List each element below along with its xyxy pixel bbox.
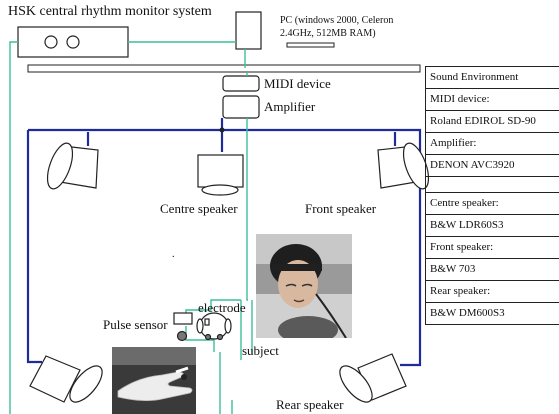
- pc-label-line2: 2.4GHz, 512MB RAM): [280, 28, 376, 39]
- centre-speaker-icon: [197, 154, 244, 196]
- rear-left-speaker-icon: [29, 355, 103, 403]
- rear-speaker-label: Rear speaker: [276, 397, 344, 412]
- env-row: Front speaker:: [425, 236, 559, 259]
- monitor-knob-right: [66, 35, 80, 49]
- front-right-speaker-icon: [377, 142, 430, 190]
- dot-mark: .: [172, 249, 175, 260]
- pc-label-line1: PC (windows 2000, Celeron: [280, 15, 394, 26]
- centre-speaker-label: Centre speaker: [160, 201, 238, 216]
- env-row: Rear speaker:: [425, 280, 559, 303]
- midi-device-box: [222, 75, 260, 92]
- sound-environment-header: Sound Environment: [425, 66, 559, 89]
- monitor-knob-left: [44, 35, 58, 49]
- amplifier-box: [222, 95, 260, 119]
- env-row: Amplifier:: [425, 132, 559, 155]
- env-row: DENON AVC3920: [425, 154, 559, 177]
- env-row: B&W LDR60S3: [425, 214, 559, 237]
- env-row: Roland EDIROL SD-90: [425, 110, 559, 133]
- pc-box: [235, 11, 262, 50]
- env-row: B&W 703: [425, 258, 559, 281]
- subject-label: subject: [242, 343, 279, 358]
- env-row: MIDI device:: [425, 88, 559, 111]
- signal-wiring: [9, 41, 253, 414]
- subject-top-view-icon: [196, 312, 232, 341]
- env-row: Centre speaker:: [425, 192, 559, 215]
- pc-underline: [286, 42, 335, 48]
- pulse-sensor-label: Pulse sensor: [103, 317, 168, 332]
- wire-junction: [219, 127, 225, 133]
- amplifier-label: Amplifier: [264, 99, 316, 114]
- monitor-system-title: HSK central rhythm monitor system: [8, 4, 212, 19]
- front-speaker-label: Front speaker: [305, 201, 377, 216]
- sound-environment-table: Sound Environment MIDI device: Roland ED…: [425, 66, 559, 325]
- subject-head-photo: [256, 234, 352, 338]
- env-row: B&W DM600S3: [425, 302, 559, 325]
- front-left-speaker-icon: [46, 142, 99, 190]
- equipment-shelf: [27, 64, 421, 73]
- midi-device-label: MIDI device: [264, 76, 331, 91]
- hand-pulse-sensor-photo: [112, 347, 196, 414]
- rear-right-speaker-icon: [339, 353, 407, 403]
- pulse-sensor-icon: [173, 312, 193, 342]
- electrode-label: electrode: [198, 300, 246, 315]
- env-row-blank: [425, 176, 559, 193]
